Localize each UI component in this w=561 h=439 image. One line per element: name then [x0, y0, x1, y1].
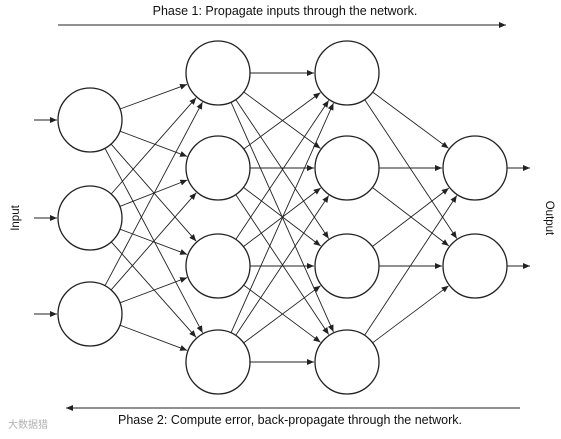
hidden2-neuron-1 — [314, 40, 380, 106]
connection-l2-4-to-3 — [243, 285, 321, 344]
connection-l1-1-to-3 — [110, 143, 197, 242]
input-neuron-3 — [57, 281, 123, 347]
input-label: Input — [10, 204, 22, 230]
watermark: 大数据猎 — [8, 418, 48, 431]
connection-l2-4-to-1 — [230, 102, 334, 333]
connection-l1-3-to-2 — [110, 192, 197, 291]
output-neuron-2 — [442, 233, 508, 299]
hidden1-neuron-4 — [185, 329, 251, 395]
connection-l1-1-to-1 — [119, 83, 188, 110]
neurons — [57, 40, 508, 395]
connection-l2-1-to-2 — [243, 91, 321, 149]
connection-l3-3-to-1 — [372, 187, 450, 247]
hidden2-neuron-2 — [314, 135, 380, 201]
output-label: Output — [543, 201, 555, 236]
connection-l3-1-to-2 — [364, 99, 458, 239]
connections — [104, 70, 458, 365]
hidden1-neuron-2 — [185, 135, 251, 201]
phase1-label: Phase 1: Propagate inputs through the ne… — [153, 4, 418, 18]
hidden1-neuron-1 — [185, 40, 251, 106]
connection-l3-4-to-2 — [372, 285, 449, 344]
hidden2-neuron-4 — [314, 329, 380, 395]
hidden1-neuron-3 — [185, 233, 251, 299]
connection-l1-2-to-1 — [110, 97, 197, 195]
connection-l2-2-to-1 — [243, 92, 321, 150]
phase2-label: Phase 2: Compute error, back-propagate t… — [118, 413, 462, 427]
connection-l3-1-to-1 — [372, 91, 449, 149]
connection-l1-3-to-4 — [119, 324, 188, 351]
connection-l3-2-to-2 — [372, 187, 450, 247]
input-neuron-1 — [57, 87, 123, 153]
connection-l3-4-to-1 — [364, 195, 458, 336]
connection-l1-2-to-2 — [119, 179, 188, 207]
connection-l2-4-to-2 — [235, 195, 330, 336]
connection-l1-3-to-1 — [104, 101, 203, 286]
connection-l2-3-to-4 — [243, 284, 321, 343]
connection-l1-3-to-3 — [119, 277, 188, 304]
connection-l2-2-to-4 — [235, 194, 330, 335]
connection-l2-2-to-3 — [243, 187, 321, 247]
input-neuron-2 — [57, 185, 123, 251]
hidden2-neuron-3 — [314, 233, 380, 299]
output-neuron-1 — [442, 135, 508, 201]
connection-l1-2-to-4 — [110, 241, 197, 338]
connection-l1-1-to-2 — [119, 130, 188, 157]
connection-l2-3-to-1 — [235, 100, 330, 240]
io-arrows — [34, 117, 530, 317]
